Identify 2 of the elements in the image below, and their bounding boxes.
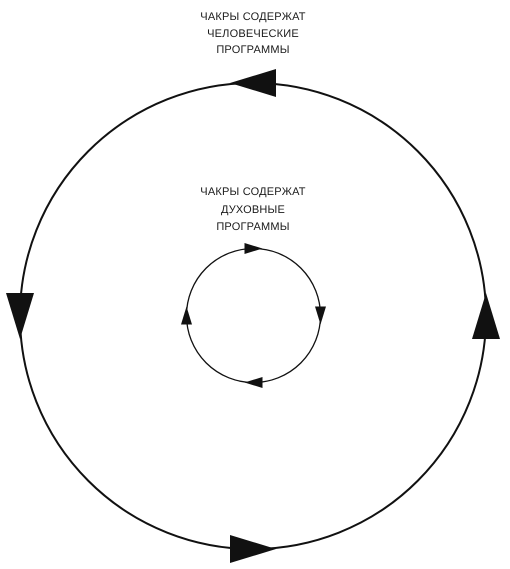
ring-heading: ЧАКРЫ СОДЕРЖАТ ДУХОВНЫЕ ПРОГРАММЫ <box>199 185 307 235</box>
ring-heading: ЧАКРЫ СОДЕРЖАТ ЧЕЛОВЕЧЕСКИЕ ПРОГРАММЫ <box>199 10 307 58</box>
